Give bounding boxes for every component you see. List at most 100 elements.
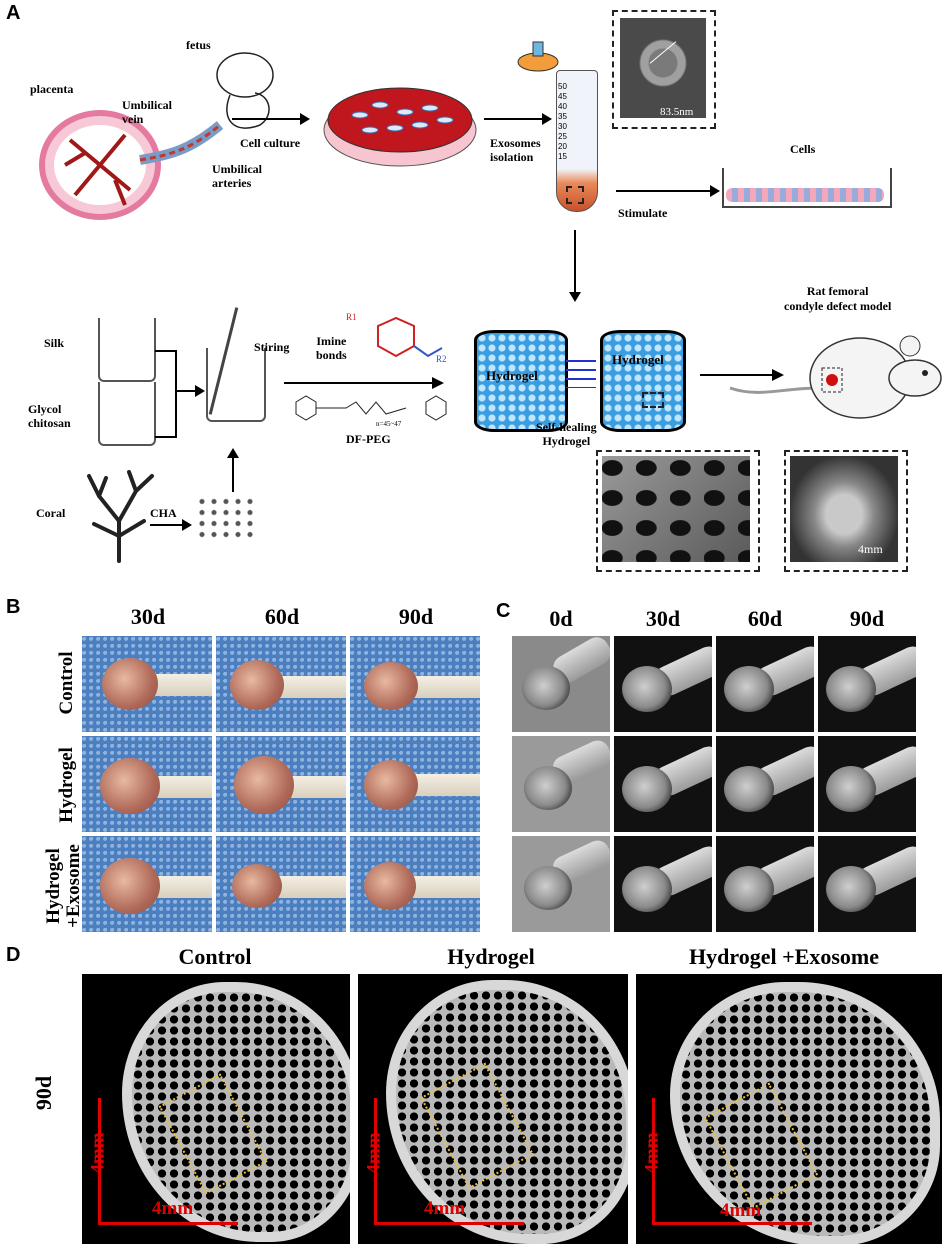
photo-hydrogel-90d	[350, 736, 480, 832]
bracket	[155, 350, 177, 438]
cha-particles	[196, 496, 256, 540]
cells-label: Cells	[790, 142, 816, 156]
photo-hydrogel-60d	[216, 736, 346, 832]
sem-image	[602, 456, 750, 562]
tube-tick: 30	[558, 122, 567, 131]
microct-control: 4mm 4mm	[82, 974, 350, 1244]
tem-image	[620, 18, 706, 118]
arrow-head-icon	[569, 292, 581, 302]
hydrogel-left	[474, 330, 568, 432]
scale-v-label: 4mm	[641, 1132, 663, 1174]
panel-d-col-control: Control	[178, 944, 252, 969]
tube-tick: 25	[558, 132, 567, 141]
silk-beaker	[98, 318, 156, 382]
silk-label: Silk	[44, 336, 65, 350]
cell-culture-label: Cell culture	[240, 136, 301, 150]
arrow-to-tube	[484, 118, 544, 120]
arrow-head-icon	[300, 113, 310, 125]
xray-scale-label: 4mm	[858, 542, 883, 556]
panel-c-label: C	[496, 600, 511, 622]
xray-control-0d	[512, 636, 610, 732]
scale-h-label: 4mm	[424, 1198, 466, 1219]
photo-control-90d	[350, 636, 480, 732]
xray-hydrogel-exosome-30d	[614, 836, 712, 932]
tem-inset-frame	[612, 10, 716, 129]
tube-tick: 20	[558, 142, 567, 151]
tube-tick: 45	[558, 92, 567, 101]
panel-b-row-control: Control	[56, 651, 77, 715]
hydrogel-right	[600, 330, 686, 432]
tube-tick: 40	[558, 102, 567, 111]
xray-inset-image	[790, 456, 898, 562]
arrow-head-icon	[432, 377, 444, 389]
panel-d-row-90d: 90d	[31, 1075, 56, 1111]
scale-v-label: 4mm	[363, 1132, 385, 1174]
arrow-head-icon	[542, 113, 552, 125]
cell-dish	[722, 168, 892, 208]
hydrogel-right-label: Hydrogel	[612, 352, 664, 367]
panel-b-col-90d: 90d	[398, 604, 434, 629]
dfpeg-label: DF-PEG	[346, 432, 391, 446]
mixing-beaker	[206, 348, 266, 422]
panel-c-col-90d: 90d	[849, 606, 885, 631]
panel-d-label: D	[6, 944, 21, 966]
hydrogel-left-label: Hydrogel	[486, 368, 538, 383]
arrow-to-rat	[700, 374, 774, 376]
arrow-head-icon	[710, 185, 720, 197]
tube-ticks: 50 45 40 35 30 25 20 15	[558, 82, 578, 162]
placenta-label: placenta	[30, 82, 74, 96]
tem-size-label: 83.5nm	[660, 106, 694, 118]
panel-d-col-hydrogel: Hydrogel	[447, 944, 535, 969]
arrow-head-icon	[772, 369, 784, 381]
arrow-down	[574, 230, 576, 294]
xray-hydrogel-exosome-0d	[512, 836, 610, 932]
xray-hydrogel-exosome-90d	[818, 836, 916, 932]
panel-b-col-30d: 30d	[130, 604, 166, 629]
rat-model-label: Rat femoral condyle defect model	[784, 284, 892, 313]
panel-c-col-30d: 30d	[645, 606, 681, 631]
tube-tick: 50	[558, 82, 567, 91]
tube-tick: 35	[558, 112, 567, 121]
xray-hydrogel-60d	[716, 736, 814, 832]
arrow-head-icon	[195, 385, 205, 397]
xray-control-30d	[614, 636, 712, 732]
arrow-to-hydrogel	[284, 382, 434, 384]
rat-illustration	[729, 335, 942, 419]
panel-b-row-hydrogel: Hydrogel	[56, 747, 77, 823]
scale-h-label: 4mm	[152, 1198, 194, 1219]
arrow-head-icon	[182, 519, 192, 531]
arrow-to-cells	[616, 190, 712, 192]
fetus-label: fetus	[186, 38, 211, 52]
hydrogel-inset-box	[642, 392, 664, 408]
petri-dish	[323, 87, 477, 167]
stiring-label: Stiring	[254, 340, 290, 354]
xray-control-60d	[716, 636, 814, 732]
photo-control-60d	[216, 636, 346, 732]
tube-tick: 15	[558, 152, 567, 161]
umbilical-arteries-label: Umbilical arteries	[212, 162, 262, 190]
cha-label: CHA	[150, 506, 177, 520]
centrifuge-tube	[556, 70, 598, 212]
arrow-to-dish	[232, 118, 302, 120]
sem-inset-frame	[596, 450, 760, 572]
r2-label: R2	[436, 354, 447, 364]
chitosan-beaker	[98, 382, 156, 446]
panel-c-col-0d: 0d	[549, 606, 573, 631]
r1-label: R1	[346, 312, 357, 322]
arrow-to-cha	[150, 524, 184, 526]
exosomes-isolation-label: Exosomes isolation	[490, 136, 541, 164]
panel-a-label: A	[6, 2, 21, 24]
panel-c-col-60d: 60d	[747, 606, 783, 631]
placenta-illustration	[39, 52, 274, 220]
cell-layer	[726, 188, 884, 202]
coral-illustration	[87, 470, 154, 563]
arrow-head-icon	[227, 448, 239, 458]
panel-b-row-hydrogel-exosome: Hydrogel +Exosome	[43, 844, 84, 928]
umbilical-vein-label: Umbilical vein	[122, 98, 172, 126]
dfpeg-structure	[295, 395, 447, 421]
imine-bonds-label: Imine bonds	[316, 334, 347, 362]
photo-hydrogel-exosome-30d	[82, 836, 212, 932]
coral-label: Coral	[36, 506, 66, 520]
stimulate-label: Stimulate	[618, 206, 668, 220]
microct-hydrogel: 4mm 4mm	[358, 974, 628, 1244]
